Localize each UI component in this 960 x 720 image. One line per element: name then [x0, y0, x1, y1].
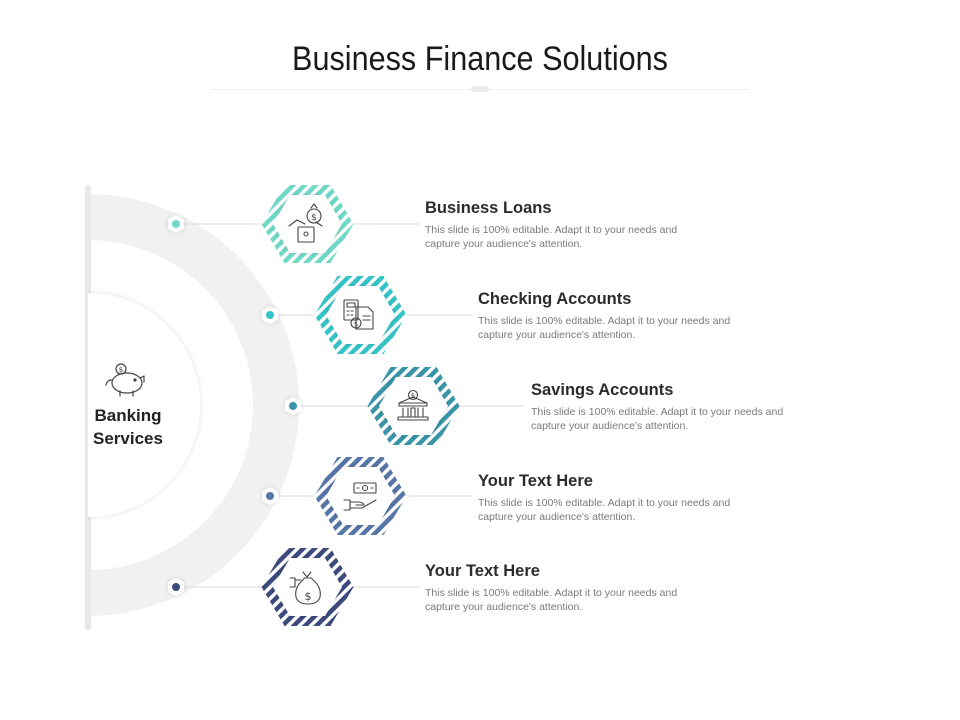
- svg-text:$: $: [411, 392, 415, 400]
- hexagon-your-text-here-2: [261, 548, 354, 626]
- connector-lines: [176, 223, 525, 588]
- piggy-bank-icon: $: [105, 363, 145, 397]
- connector-dot-2: [285, 397, 301, 415]
- calculator-invoice-icon: $: [343, 299, 374, 330]
- item-checking-accounts: Checking Accounts This slide is 100% edi…: [478, 290, 808, 342]
- connector-dot-1: [262, 306, 278, 324]
- center-label-line2: Services: [93, 429, 163, 448]
- slide-title: Business Finance Solutions: [292, 40, 668, 78]
- svg-text:$: $: [311, 213, 317, 223]
- item-title: Business Loans: [425, 199, 552, 217]
- center-circle: [88, 293, 200, 517]
- item-your-text-here-2: Your Text Here This slide is 100% editab…: [425, 562, 755, 614]
- bank-building-icon: $: [397, 389, 429, 421]
- item-title: Savings Accounts: [531, 381, 674, 399]
- center-label: Banking Services: [68, 404, 188, 450]
- connector-dot-0: [168, 215, 184, 233]
- connector-dot-3: [262, 487, 278, 505]
- svg-text:$: $: [354, 321, 358, 329]
- hand-cash-icon: [343, 482, 377, 511]
- item-title: Your Text Here: [478, 472, 593, 490]
- connector-dot-4: [168, 578, 184, 596]
- title-divider-dot: [471, 86, 489, 92]
- item-title: Your Text Here: [425, 562, 540, 580]
- item-your-text-here-1: Your Text Here This slide is 100% editab…: [478, 472, 808, 524]
- hexagon-business-loans: [261, 185, 354, 263]
- item-business-loans: Business Loans This slide is 100% editab…: [425, 199, 755, 251]
- item-description: This slide is 100% editable. Adapt it to…: [531, 406, 784, 432]
- item-description: This slide is 100% editable. Adapt it to…: [425, 587, 678, 613]
- svg-text:$: $: [305, 590, 312, 603]
- money-bag-icon: $: [289, 571, 321, 605]
- item-title: Checking Accounts: [478, 290, 632, 308]
- item-savings-accounts: Savings Accounts This slide is 100% edit…: [531, 381, 861, 433]
- hexagon-checking-accounts: [314, 276, 407, 354]
- item-description: This slide is 100% editable. Adapt it to…: [478, 497, 731, 523]
- svg-text:$: $: [119, 366, 123, 374]
- outer-arc: [88, 194, 299, 616]
- center-label-line1: Banking: [94, 406, 162, 425]
- item-description: This slide is 100% editable. Adapt it to…: [478, 315, 731, 341]
- item-description: This slide is 100% editable. Adapt it to…: [425, 224, 678, 250]
- handshake-money-icon: $: [288, 203, 323, 243]
- hexagon-your-text-here-1: [314, 457, 407, 535]
